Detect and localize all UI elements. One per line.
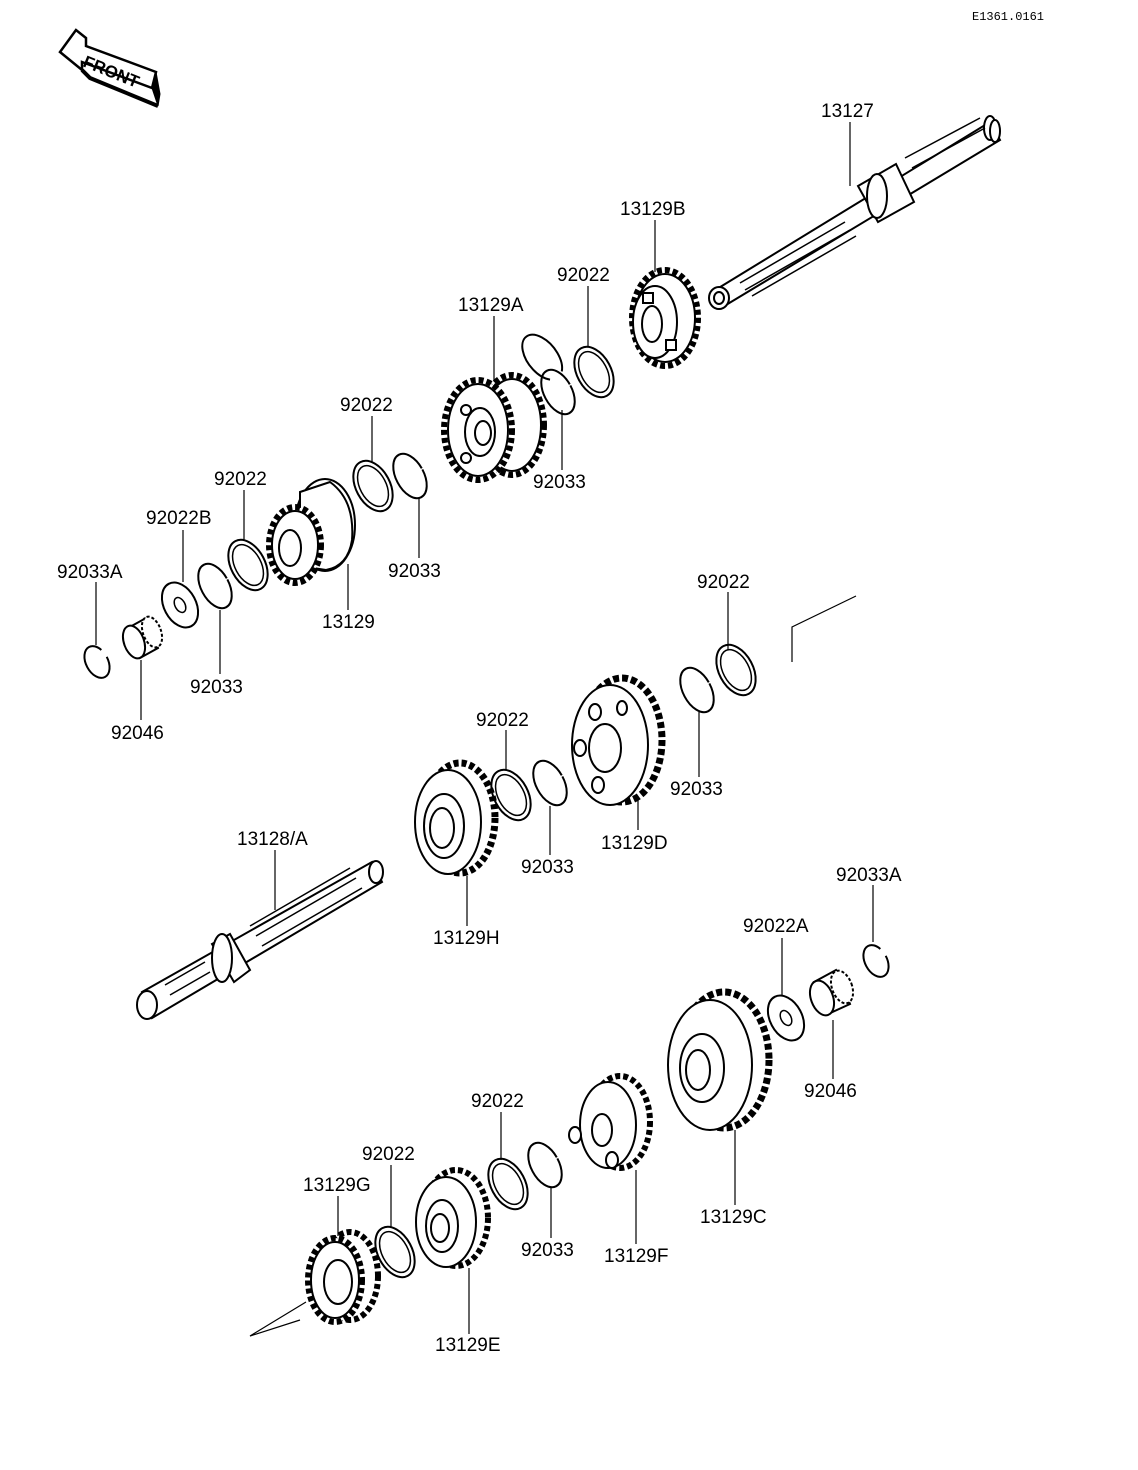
thrust-washer-92022B-hole — [173, 596, 187, 614]
washer-92022-e — [490, 768, 532, 822]
label-13129F: 13129F — [604, 1246, 668, 1267]
front-arrow-icon: FRONT — [58, 28, 161, 108]
label-92033-lower: 92033 — [521, 1240, 574, 1261]
label-92022-middle-right: 92022 — [697, 572, 750, 593]
axis-guide-line-lower — [249, 1301, 307, 1337]
label-92022-third: 92022 — [214, 469, 267, 490]
label-13129: 13129 — [322, 612, 375, 633]
gear-13129F — [568, 1073, 653, 1171]
label-13129C: 13129C — [700, 1207, 767, 1228]
circlip-92033-e — [532, 759, 568, 807]
washer-92022-b — [352, 459, 394, 513]
washer-92022-g-inner — [378, 1230, 412, 1274]
washer-92022-d-inner — [719, 648, 753, 692]
label-92033-middle: 92033 — [521, 857, 574, 878]
thrust-washer-92022A-hole — [779, 1009, 793, 1027]
circlip-92033A-lower — [862, 944, 890, 978]
shaft-13127 — [708, 115, 1002, 310]
label-92033-second: 92033 — [388, 561, 441, 582]
gear-13129 — [266, 478, 356, 586]
label-13129E: 13129E — [435, 1335, 501, 1356]
label-92046-upper: 92046 — [111, 723, 164, 744]
part-labels: 13127 13129B 92022 13129A 92033 92022 92… — [57, 101, 902, 1356]
label-13129B: 13129B — [620, 199, 686, 220]
circlip-92033-b — [392, 452, 428, 500]
label-13129G: 13129G — [303, 1175, 371, 1196]
washer-92022-f-inner — [491, 1162, 525, 1206]
washer-92022-e-inner — [494, 773, 528, 817]
label-13128A: 13128/A — [237, 829, 308, 850]
circlip-92033-d — [679, 666, 715, 714]
washer-92022-a — [573, 345, 615, 399]
circlip-92033-f — [527, 1141, 563, 1189]
label-92022-second: 92022 — [340, 395, 393, 416]
gear-13129D — [571, 674, 666, 806]
label-92033-middle-right: 92033 — [670, 779, 723, 800]
bushing-92046-lower — [808, 968, 855, 1017]
gear-13129H — [414, 759, 499, 877]
label-92022B: 92022B — [146, 508, 212, 529]
washer-92022-g — [374, 1225, 416, 1279]
washer-92022-a-inner — [577, 350, 611, 394]
axis-guide-line-upper — [791, 595, 857, 662]
washer-92022-d — [715, 643, 757, 697]
washer-92022-f — [487, 1157, 529, 1211]
label-13129H: 13129H — [433, 928, 500, 949]
label-92022-top: 92022 — [557, 265, 610, 286]
gear-13129C — [667, 988, 773, 1132]
shaft-13128A — [136, 860, 384, 1020]
label-92046-lower: 92046 — [804, 1081, 857, 1102]
gear-13129E — [415, 1167, 491, 1269]
leader-lines — [95, 122, 874, 1334]
gear-13129B — [629, 267, 701, 369]
label-13129A: 13129A — [458, 295, 524, 316]
gear-13129G — [305, 1229, 381, 1325]
circlip-92033-a — [521, 333, 564, 381]
gear-13129A — [441, 372, 547, 483]
bushing-92046-upper — [121, 615, 164, 660]
diagram-reference-code: E1361.0161 — [972, 10, 1044, 24]
label-92022A: 92022A — [743, 916, 809, 937]
label-92033-third: 92033 — [190, 677, 243, 698]
label-92022-lower-right: 92022 — [471, 1091, 524, 1112]
label-92033-top: 92033 — [533, 472, 586, 493]
label-92022-middle: 92022 — [476, 710, 529, 731]
label-92022-lower: 92022 — [362, 1144, 415, 1165]
washer-92022-c-inner — [231, 543, 265, 587]
washer-92022-c — [227, 538, 269, 592]
label-13129D: 13129D — [601, 833, 668, 854]
circlip-92033-a-ring — [540, 368, 576, 416]
label-92033A-upper: 92033A — [57, 562, 123, 583]
circlip-92033-c — [197, 562, 233, 610]
circlip-92033A-upper — [83, 645, 111, 679]
label-92033A-lower: 92033A — [836, 865, 902, 886]
washer-92022-b-inner — [356, 464, 390, 508]
label-13127: 13127 — [821, 101, 874, 122]
